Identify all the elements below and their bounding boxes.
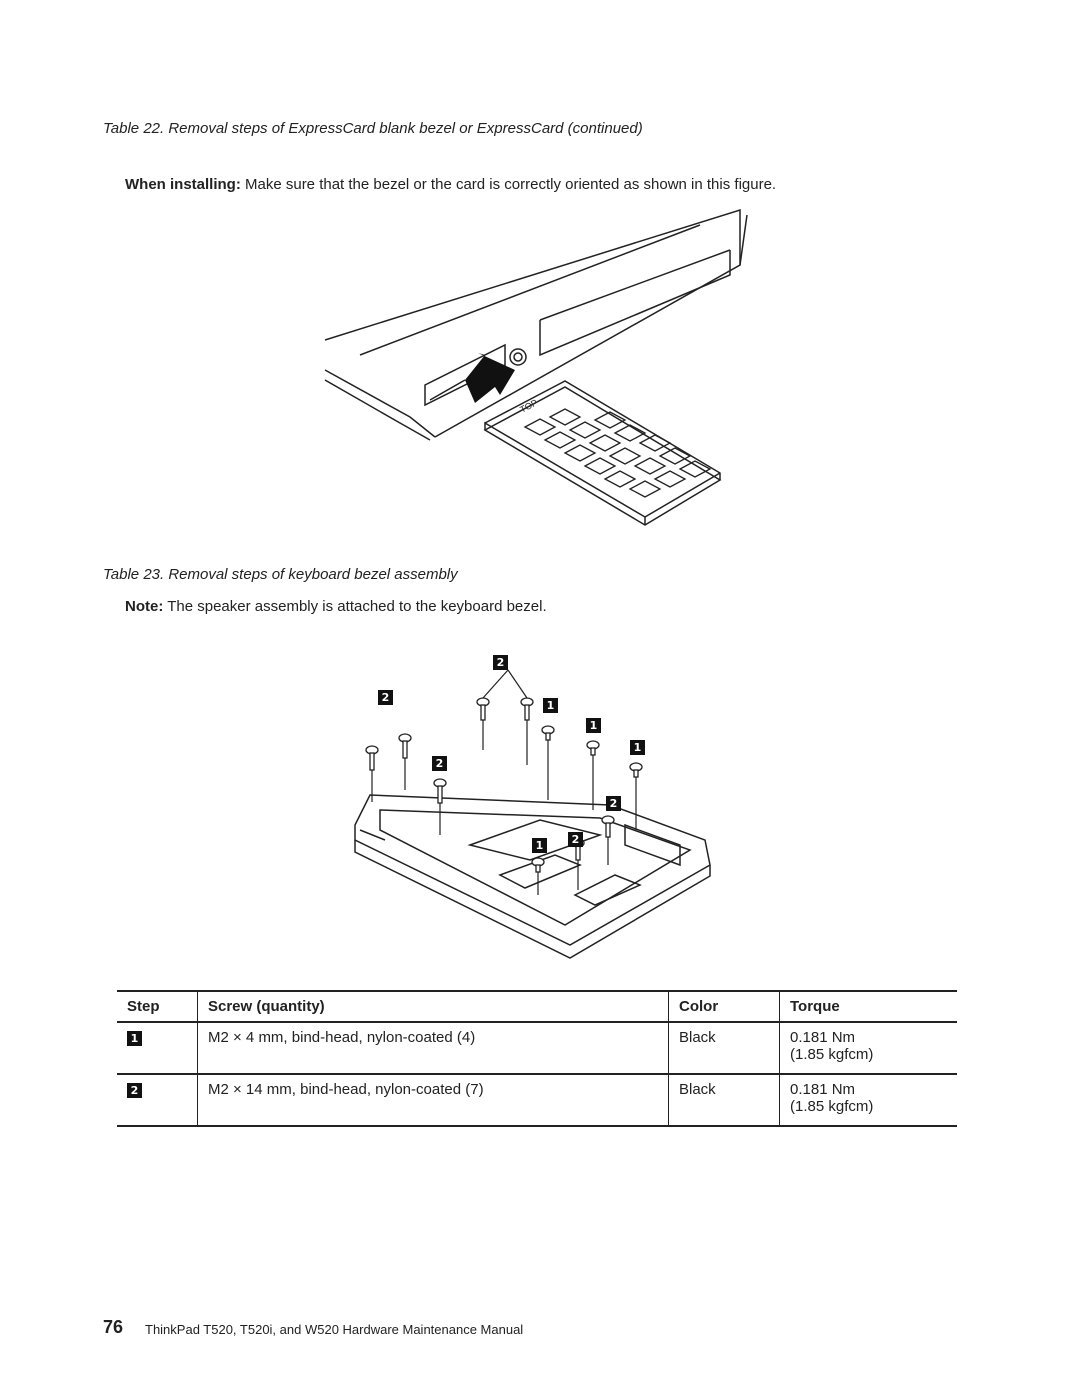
step-callout: 1 <box>127 1031 142 1046</box>
footer-title: ThinkPad T520, T520i, and W520 Hardware … <box>145 1322 524 1337</box>
step-callout: 2 <box>127 1083 142 1098</box>
speaker-note-text: The speaker assembly is attached to the … <box>167 598 547 615</box>
torque-kgf: (1.85 kgfcm) <box>790 1046 874 1063</box>
speaker-note-label: Note: <box>125 598 164 615</box>
screw-leader-lines <box>371 669 637 895</box>
header-step: Step <box>117 990 198 1023</box>
step-cell: 2 <box>117 1074 198 1127</box>
callout-2: 2 <box>568 832 583 847</box>
callout-2: 2 <box>432 756 447 771</box>
callout-2: 2 <box>493 655 508 670</box>
bezel-honeycomb <box>523 408 712 498</box>
screw-table-header: Step Screw (quantity) Color Torque <box>117 990 957 1023</box>
torque-nm: 0.181 Nm <box>790 1081 856 1098</box>
callout-1: 1 <box>543 698 558 713</box>
color-cell: Black <box>668 1074 780 1127</box>
screw-cell: M2 × 4 mm, bind-head, nylon-coated (4) <box>197 1022 669 1075</box>
header-torque: Torque <box>779 990 957 1023</box>
expresscard-blank-bezel <box>483 380 722 526</box>
screw-icons <box>365 697 643 873</box>
torque-cell: 0.181 Nm (1.85 kgfcm) <box>779 1022 957 1075</box>
header-color: Color <box>668 990 780 1023</box>
callout-2: 2 <box>378 690 393 705</box>
install-note-text: Make sure that the bezel or the card is … <box>245 176 777 193</box>
page-number: 76 <box>103 1317 124 1337</box>
step-cell: 1 <box>117 1022 198 1075</box>
install-note: When installing: Make sure that the beze… <box>125 176 776 193</box>
torque-cell: 0.181 Nm (1.85 kgfcm) <box>779 1074 957 1127</box>
table22-caption: Table 22. Removal steps of ExpressCard b… <box>103 120 643 137</box>
insert-arrow <box>465 353 515 403</box>
laptop-side-outline <box>324 208 748 441</box>
header-screw: Screw (quantity) <box>197 990 669 1023</box>
table-row: 2 M2 × 14 mm, bind-head, nylon-coated (7… <box>117 1074 957 1127</box>
callout-1: 1 <box>532 838 547 853</box>
laptop-bottom-outline <box>354 794 711 959</box>
table23-caption: Table 23. Removal steps of keyboard beze… <box>103 566 458 583</box>
screw-table: Step Screw (quantity) Color Torque 1 M2 … <box>117 990 957 1127</box>
expresscard-figure: TOP <box>324 208 748 526</box>
callout-1: 1 <box>586 718 601 733</box>
keyboard-bezel-figure <box>354 669 711 959</box>
callout-2: 2 <box>606 796 621 811</box>
color-cell: Black <box>668 1022 780 1075</box>
card-top-mark: TOP <box>518 397 539 414</box>
torque-kgf: (1.85 kgfcm) <box>790 1098 874 1115</box>
table-row: 1 M2 × 4 mm, bind-head, nylon-coated (4)… <box>117 1022 957 1075</box>
install-note-label: When installing: <box>125 176 241 193</box>
speaker-note: Note: The speaker assembly is attached t… <box>125 598 547 615</box>
screw-cell: M2 × 14 mm, bind-head, nylon-coated (7) <box>197 1074 669 1127</box>
torque-nm: 0.181 Nm <box>790 1029 856 1046</box>
callout-1: 1 <box>630 740 645 755</box>
